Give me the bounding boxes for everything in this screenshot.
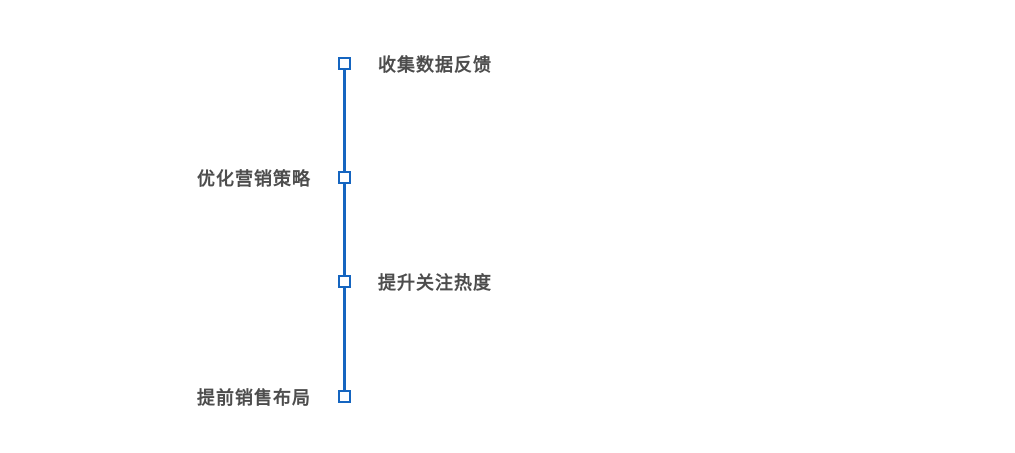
timeline-label: 优化营销策略 xyxy=(197,169,311,189)
timeline-node xyxy=(338,390,351,403)
timeline-label: 提前销售布局 xyxy=(197,388,311,408)
timeline-node xyxy=(338,171,351,184)
timeline-line xyxy=(343,63,346,396)
timeline-node xyxy=(338,275,351,288)
timeline-label: 提升关注热度 xyxy=(378,273,492,293)
timeline-node xyxy=(338,57,351,70)
timeline-label: 收集数据反馈 xyxy=(378,55,492,75)
